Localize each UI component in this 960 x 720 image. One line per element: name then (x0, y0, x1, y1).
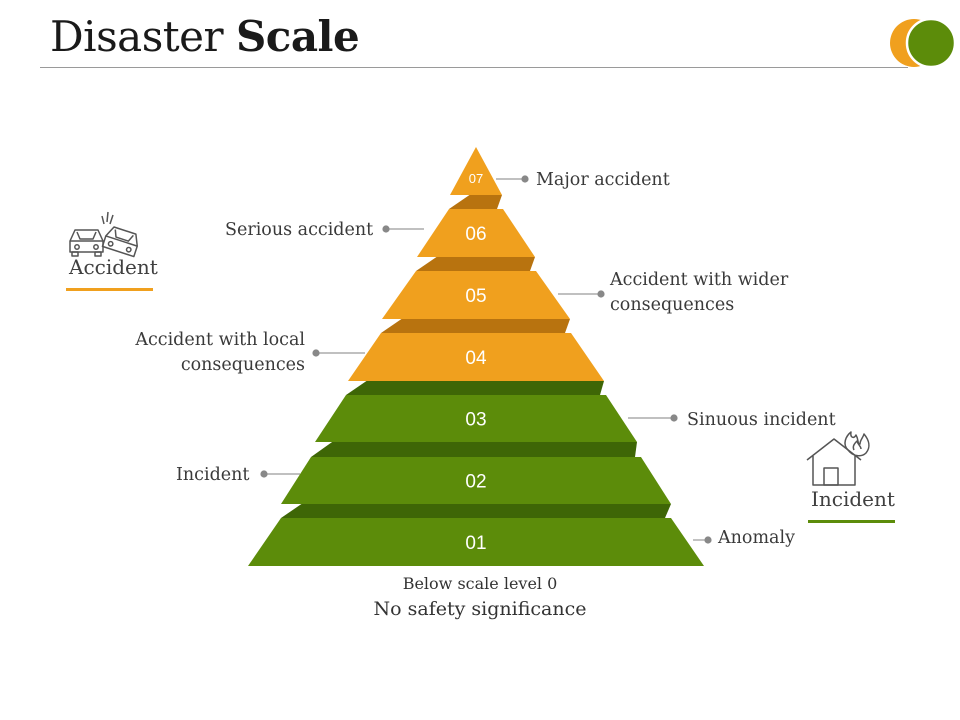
tier-face-02 (281, 457, 671, 504)
below-scale-text: Below scale level 0 (402, 574, 558, 593)
connector-dot-07 (521, 175, 529, 183)
pyramid-tier-05: 05 (382, 245, 570, 319)
tier-label-07: Major accident (536, 170, 670, 190)
connector-dot-04 (312, 349, 320, 357)
connector-dot-03 (670, 414, 678, 422)
pyramid-tier-07: 07 (450, 147, 502, 195)
tier-number-07: 07 (469, 171, 483, 186)
page-title: Disaster Scale (50, 8, 360, 66)
logo-circles-icon (890, 17, 957, 69)
pyramid-tier-04: 04 (348, 307, 604, 381)
connector-dot-01 (704, 536, 712, 544)
car-crash-icon (69, 211, 138, 258)
tier-number-06: 06 (465, 224, 486, 245)
accident-underline (66, 288, 153, 291)
tier-face-06 (417, 209, 535, 257)
tier-number-01: 01 (465, 533, 486, 554)
connector-dot-06 (382, 225, 390, 233)
connector-dot-05 (597, 290, 605, 298)
title-regular: Disaster (50, 12, 224, 61)
tier-number-04: 04 (465, 348, 487, 369)
tier-face-05 (382, 271, 570, 319)
incident-caption: Incident (811, 487, 895, 511)
tier-label-01: Anomaly (718, 528, 795, 548)
tier-label-04: Accident with local consequences (135, 330, 305, 375)
title-divider (40, 67, 908, 68)
tier-face-03 (315, 395, 637, 442)
tier-label-06: Serious accident (225, 220, 374, 240)
tier-face-07 (450, 147, 502, 195)
tier-label-02: Incident (176, 465, 250, 485)
connector-dot-02 (260, 470, 268, 478)
tier-label-05: Accident with wider consequences (610, 270, 789, 315)
tier-number-03: 03 (465, 410, 486, 431)
tier-number-02: 02 (465, 472, 486, 493)
title-bold: Scale (235, 12, 360, 61)
tier-face-04 (348, 333, 604, 381)
house-fire-icon (806, 431, 870, 486)
incident-underline (808, 520, 895, 523)
no-safety-text: No safety significance (373, 598, 587, 620)
tier-number-05: 05 (465, 286, 486, 307)
accident-caption: Accident (69, 255, 158, 279)
tier-label-03: Sinuous incident (687, 410, 836, 430)
tier-face-01 (248, 518, 704, 566)
